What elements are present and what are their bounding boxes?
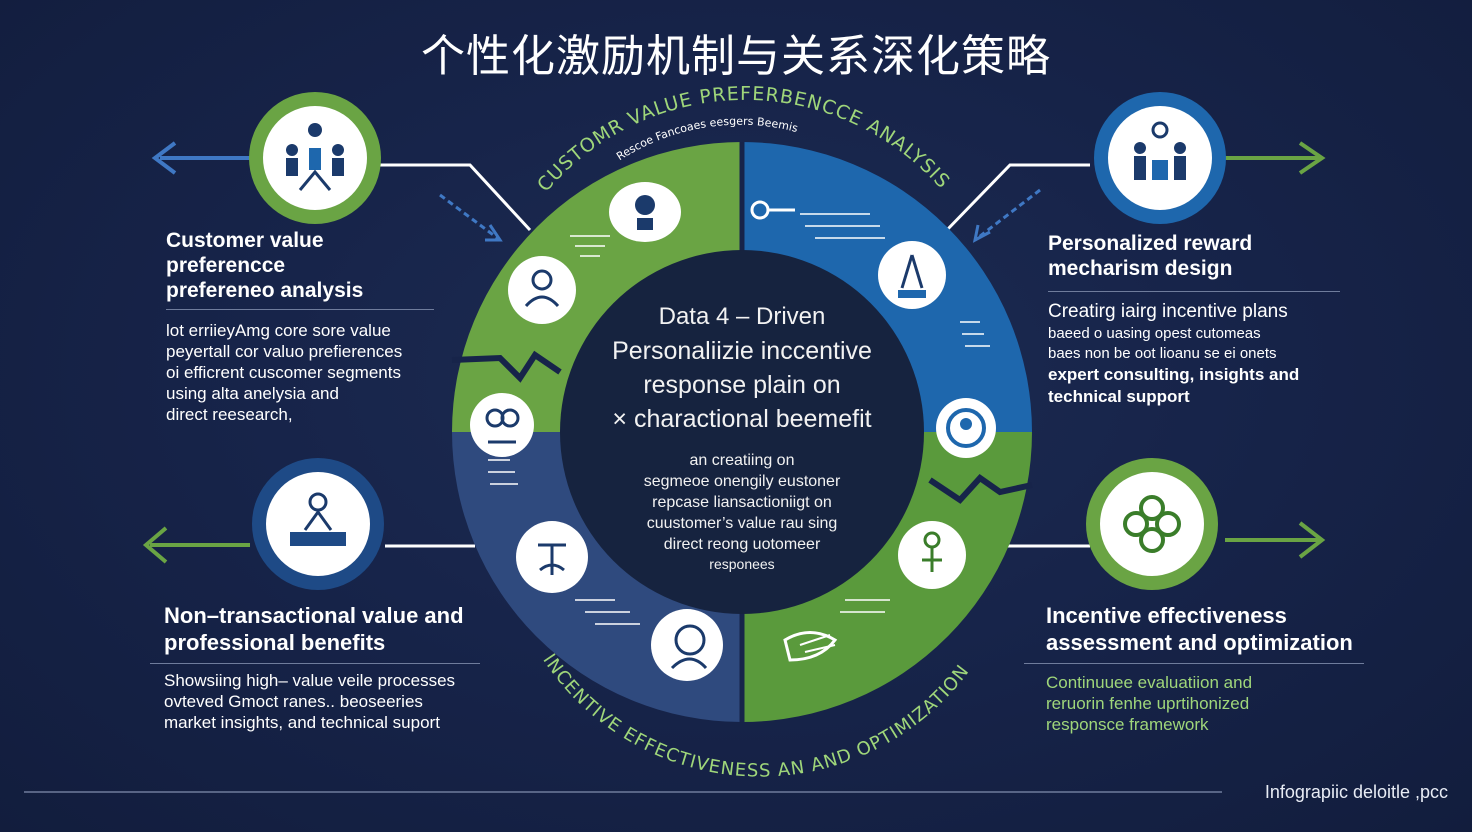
ring-text-lines <box>488 213 990 625</box>
right-top-arrow-icon <box>1225 141 1326 175</box>
footer-credit: Infograpiic deloitle ,pcc <box>1264 782 1448 802</box>
team-meeting-icon <box>1094 92 1226 224</box>
body-line: lot erriieyAmg core sore value <box>166 321 391 340</box>
panel-body: Continuuee evaluatiion and reruorin fenh… <box>1046 672 1376 735</box>
heading-line: professional benefits <box>164 630 386 655</box>
key-icon <box>750 200 795 220</box>
panel-body: lot erriieyAmg core sore value peyertall… <box>166 320 456 425</box>
body-line: expert consulting, insights and <box>1048 365 1300 384</box>
heading-line: prefereneo analysis <box>166 279 364 302</box>
body-line: Showsiing high– value veile processes <box>164 671 456 690</box>
dashed-link-left <box>439 193 503 242</box>
presenter-podium-icon <box>252 458 384 590</box>
heading-line: mechariѕm design <box>1048 257 1233 280</box>
panel-reward-design: Personalized reward mechariѕm design Cre… <box>1048 231 1358 408</box>
body-line: responsce framework <box>1046 715 1209 734</box>
flower-gear-icon <box>1086 458 1218 590</box>
divider <box>1024 663 1364 664</box>
body-line: direct reesearch, <box>166 405 293 424</box>
center-line-1: Data 4 – Driven <box>658 303 826 330</box>
divider <box>166 309 434 310</box>
body-line: reruorin fenhe uprtihonized <box>1046 694 1250 713</box>
meditation-icon <box>878 241 946 309</box>
divider <box>150 663 480 664</box>
heading-line: preferencce <box>166 254 286 277</box>
panel-heading: Incentive effectiveness assessment and o… <box>1046 602 1376 656</box>
center-desc-5: direct reong uotomeer <box>663 536 821 553</box>
body-line: technical support <box>1048 387 1190 406</box>
body-line: oi efficrent cuscomer segments <box>166 363 401 382</box>
center-line-4: × charactional beemefit <box>612 405 872 433</box>
center-desc-3: repcase liansactioniigt on <box>652 494 832 511</box>
heading-line: Non–transactional value and <box>164 603 464 628</box>
panel-non-transactional: Non–transactional value and professional… <box>150 602 494 733</box>
left-bottom-arrow-icon <box>142 526 250 564</box>
center-desc-2: segmeoe onengily eustoner <box>643 473 841 490</box>
people-network-icon <box>249 92 381 224</box>
group-icon <box>508 256 576 324</box>
panel-body: Creatirg iairg incentive plans baeed o u… <box>1048 300 1358 408</box>
divider <box>1048 291 1340 292</box>
panel-heading: Non–transactional value and professional… <box>164 602 494 656</box>
handshake-icon <box>783 631 838 662</box>
heading-line: assessment and optimization <box>1046 630 1353 655</box>
heading-line: Incentive effectiveness <box>1046 603 1287 628</box>
right-bottom-arrow-icon <box>1225 521 1326 559</box>
user-search-icon <box>936 398 996 458</box>
center-desc-6: responees <box>709 556 775 572</box>
body-line: market insights, and technical suport <box>164 713 440 732</box>
tools-icon <box>516 521 588 593</box>
panel-incentive-assessment: Incentive effectiveness assessment and o… <box>1024 602 1376 735</box>
center-line-3: response plain on <box>643 371 841 399</box>
page-title: 个性化激励机制与关系深化策略 <box>421 31 1051 82</box>
panel-heading: Personalized reward mechariѕm design <box>1048 231 1358 281</box>
panel-body: Showsiing high– value veile processes ov… <box>164 670 494 733</box>
left-top-arrow-icon <box>151 141 250 175</box>
center-line-2: Personaliizie inccentive <box>612 337 872 365</box>
figure-icon <box>898 521 966 589</box>
body-line: ovteved Gmoct ranes.. beoseeries <box>164 692 423 711</box>
body-line: Creatirg iairg incentive plans <box>1048 301 1288 322</box>
body-line: baeed o uasing opest cutomeas <box>1048 325 1261 342</box>
center-desc-4: cuustomer’s value rau sing <box>646 515 838 532</box>
center-desc-1: an creatiing on <box>689 452 795 469</box>
body-line: baes non be oot lioanu se ei onets <box>1048 345 1277 362</box>
connector-lines <box>380 163 1090 548</box>
face-icon <box>609 182 681 242</box>
dashed-link-right <box>972 188 1041 243</box>
heading-line: Customer value <box>166 229 324 252</box>
podium-icon <box>470 393 534 457</box>
ring-icons <box>470 182 996 681</box>
heading-line: Personalized reward <box>1048 232 1253 255</box>
body-line: Continuuee evaluatiion and <box>1046 673 1253 692</box>
body-line: peyertall cor valuo prefierences <box>166 342 403 361</box>
panel-heading: Customer value preferencce prefereneo an… <box>166 228 456 303</box>
body-line: using alta anelysia and <box>166 384 339 403</box>
center-statement: Data 4 – Driven Personaliizie inccentive… <box>572 300 912 574</box>
panel-customer-value: Customer value preferencce prefereneo an… <box>166 228 456 425</box>
person-head-icon <box>651 609 723 681</box>
